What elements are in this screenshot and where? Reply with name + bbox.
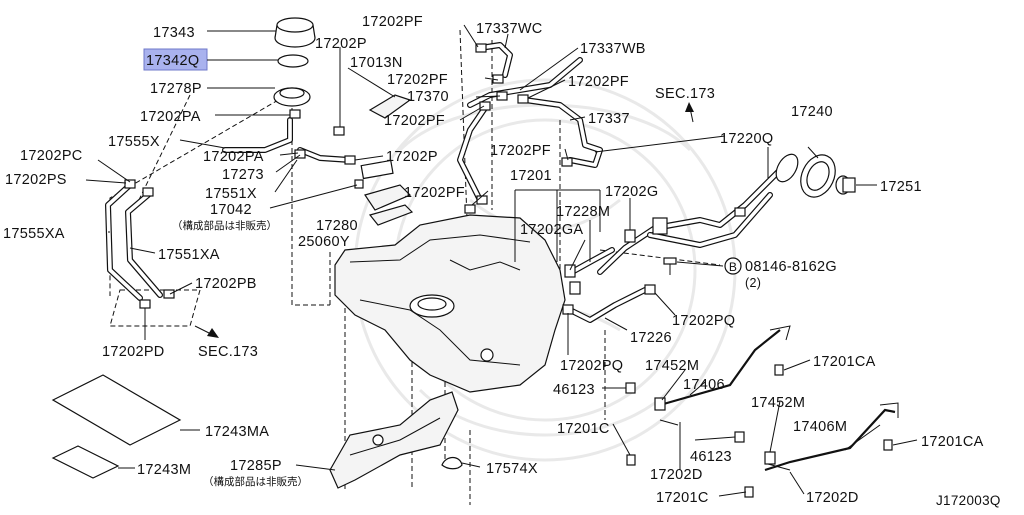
- callout-17202pf-4[interactable]: 17202PF: [568, 74, 629, 90]
- callout-25060y[interactable]: 25060Y: [298, 234, 350, 250]
- hoses-left: [105, 117, 353, 301]
- callout-17202pa[interactable]: 17202PA: [140, 109, 201, 125]
- callout-17406m[interactable]: 17406M: [793, 419, 847, 435]
- callout-17202pd[interactable]: 17202PD: [102, 344, 165, 360]
- gauge-unit[interactable]: [273, 87, 311, 107]
- pump-components[interactable]: [354, 94, 414, 226]
- heat-shield[interactable]: [329, 391, 459, 489]
- callout-17337wc[interactable]: 17337WC: [476, 21, 543, 37]
- callout-17273[interactable]: 17273: [222, 167, 264, 183]
- note-components-not-sold-2: （構成部品は非販売）: [203, 475, 308, 488]
- protector-plate-small[interactable]: [51, 445, 120, 479]
- packing-ring[interactable]: [277, 54, 309, 68]
- filler-cap[interactable]: [835, 175, 856, 195]
- callout-17201c-top[interactable]: 17201C: [557, 421, 610, 437]
- callout-17201ca-top[interactable]: 17201CA: [813, 354, 876, 370]
- callout-17337wb[interactable]: 17337WB: [580, 41, 646, 57]
- callout-17342q[interactable]: 17342Q: [146, 53, 199, 69]
- callout-46123-top[interactable]: 46123: [553, 382, 595, 398]
- callout-17278p[interactable]: 17278P: [150, 81, 202, 97]
- callout-17251[interactable]: 17251: [880, 179, 922, 195]
- arrow-head-right: [685, 102, 694, 112]
- callout-08146-8162g[interactable]: 08146-8162G: [745, 259, 837, 275]
- callout-17555x[interactable]: 17555X: [108, 134, 160, 150]
- callout-17243m[interactable]: 17243M: [137, 462, 191, 478]
- callout-17202ga[interactable]: 17202GA: [520, 222, 583, 238]
- callout-17343[interactable]: 17343: [153, 25, 195, 41]
- callout-17202pq-bottom[interactable]: 17202PQ: [560, 358, 623, 374]
- fuel-gauge-cap[interactable]: [274, 17, 316, 48]
- filler-tube[interactable]: [597, 151, 802, 275]
- tank-bands[interactable]: [654, 325, 899, 472]
- callout-17452m-bottom[interactable]: 17452M: [751, 395, 805, 411]
- leader-lines: [85, 24, 918, 497]
- callout-17202g[interactable]: 17202G: [605, 184, 658, 200]
- clip-17574x[interactable]: [441, 456, 463, 470]
- callout-17226[interactable]: 17226: [630, 330, 672, 346]
- filler-hose[interactable]: [564, 229, 636, 295]
- callout-17452m-top[interactable]: 17452M: [645, 358, 699, 374]
- callout-17240[interactable]: 17240: [791, 104, 833, 120]
- callout-sec173-left[interactable]: SEC.173: [198, 344, 258, 360]
- callout-17202p-top[interactable]: 17202P: [315, 36, 367, 52]
- callout-sec173-right[interactable]: SEC.173: [655, 86, 715, 102]
- callout-17243ma[interactable]: 17243MA: [205, 424, 269, 440]
- callout-17202pc[interactable]: 17202PC: [20, 148, 83, 164]
- callout-17202pf-top[interactable]: 17202PF: [362, 14, 423, 30]
- callout-17202pq-right[interactable]: 17202PQ: [672, 313, 735, 329]
- callout-17551xa[interactable]: 17551XA: [158, 247, 220, 263]
- callout-17202pa-2[interactable]: 17202PA: [203, 149, 264, 165]
- callout-17202d-left[interactable]: 17202D: [650, 467, 703, 483]
- callout-17201[interactable]: 17201: [510, 168, 552, 184]
- callout-17202p-mid[interactable]: 17202P: [386, 149, 438, 165]
- callout-17280[interactable]: 17280: [316, 218, 358, 234]
- fasteners[interactable]: [625, 364, 893, 498]
- sec-arrows: [194, 102, 694, 338]
- bolt-symbol-circle: [724, 257, 742, 275]
- callout-17228m[interactable]: 17228M: [556, 204, 610, 220]
- callout-17201ca-bottom[interactable]: 17201CA: [921, 434, 984, 450]
- callout-17220q[interactable]: 17220Q: [720, 131, 773, 147]
- protector-plate-large[interactable]: [51, 374, 182, 446]
- callout-17337[interactable]: 17337: [588, 111, 630, 127]
- fuel-tank[interactable]: [334, 214, 566, 393]
- note-components-not-sold-1: （構成部品は非販売）: [172, 219, 277, 232]
- callout-17406[interactable]: 17406: [683, 377, 725, 393]
- callout-labels[interactable]: 17343 17342Q 17278P 17202PA 17555X 17202…: [3, 14, 984, 506]
- callout-17370[interactable]: 17370: [407, 89, 449, 105]
- clamps-left: [124, 109, 356, 309]
- callout-qty-2[interactable]: (2): [745, 276, 761, 290]
- callout-17202ps[interactable]: 17202PS: [5, 172, 67, 188]
- callout-17574x[interactable]: 17574X: [486, 461, 538, 477]
- callout-46123-bottom[interactable]: 46123: [690, 449, 732, 465]
- callout-17201c-bottom[interactable]: 17201C: [656, 490, 709, 506]
- bolt-08146[interactable]: [663, 257, 677, 275]
- callout-17202pf-6[interactable]: 17202PF: [404, 185, 465, 201]
- callout-17551x[interactable]: 17551X: [205, 186, 257, 202]
- bolt-symbol-letter: B: [729, 260, 737, 274]
- callout-17202pb[interactable]: 17202PB: [195, 276, 257, 292]
- callout-17042[interactable]: 17042: [210, 202, 252, 218]
- callout-17013n[interactable]: 17013N: [350, 55, 403, 71]
- callout-17555xa[interactable]: 17555XA: [3, 226, 65, 242]
- callout-17202pf-2[interactable]: 17202PF: [387, 72, 448, 88]
- arrow-head-left: [207, 328, 219, 338]
- callout-17202pf-3[interactable]: 17202PF: [384, 113, 445, 129]
- callout-17285p[interactable]: 17285P: [230, 458, 282, 474]
- callout-17202d-right[interactable]: 17202D: [806, 490, 859, 506]
- callout-17202pf-5[interactable]: 17202PF: [490, 143, 551, 159]
- diagram-code: J172003Q: [936, 493, 1001, 508]
- filler-ring-inner: [806, 161, 830, 191]
- vent-hoses: [457, 42, 603, 214]
